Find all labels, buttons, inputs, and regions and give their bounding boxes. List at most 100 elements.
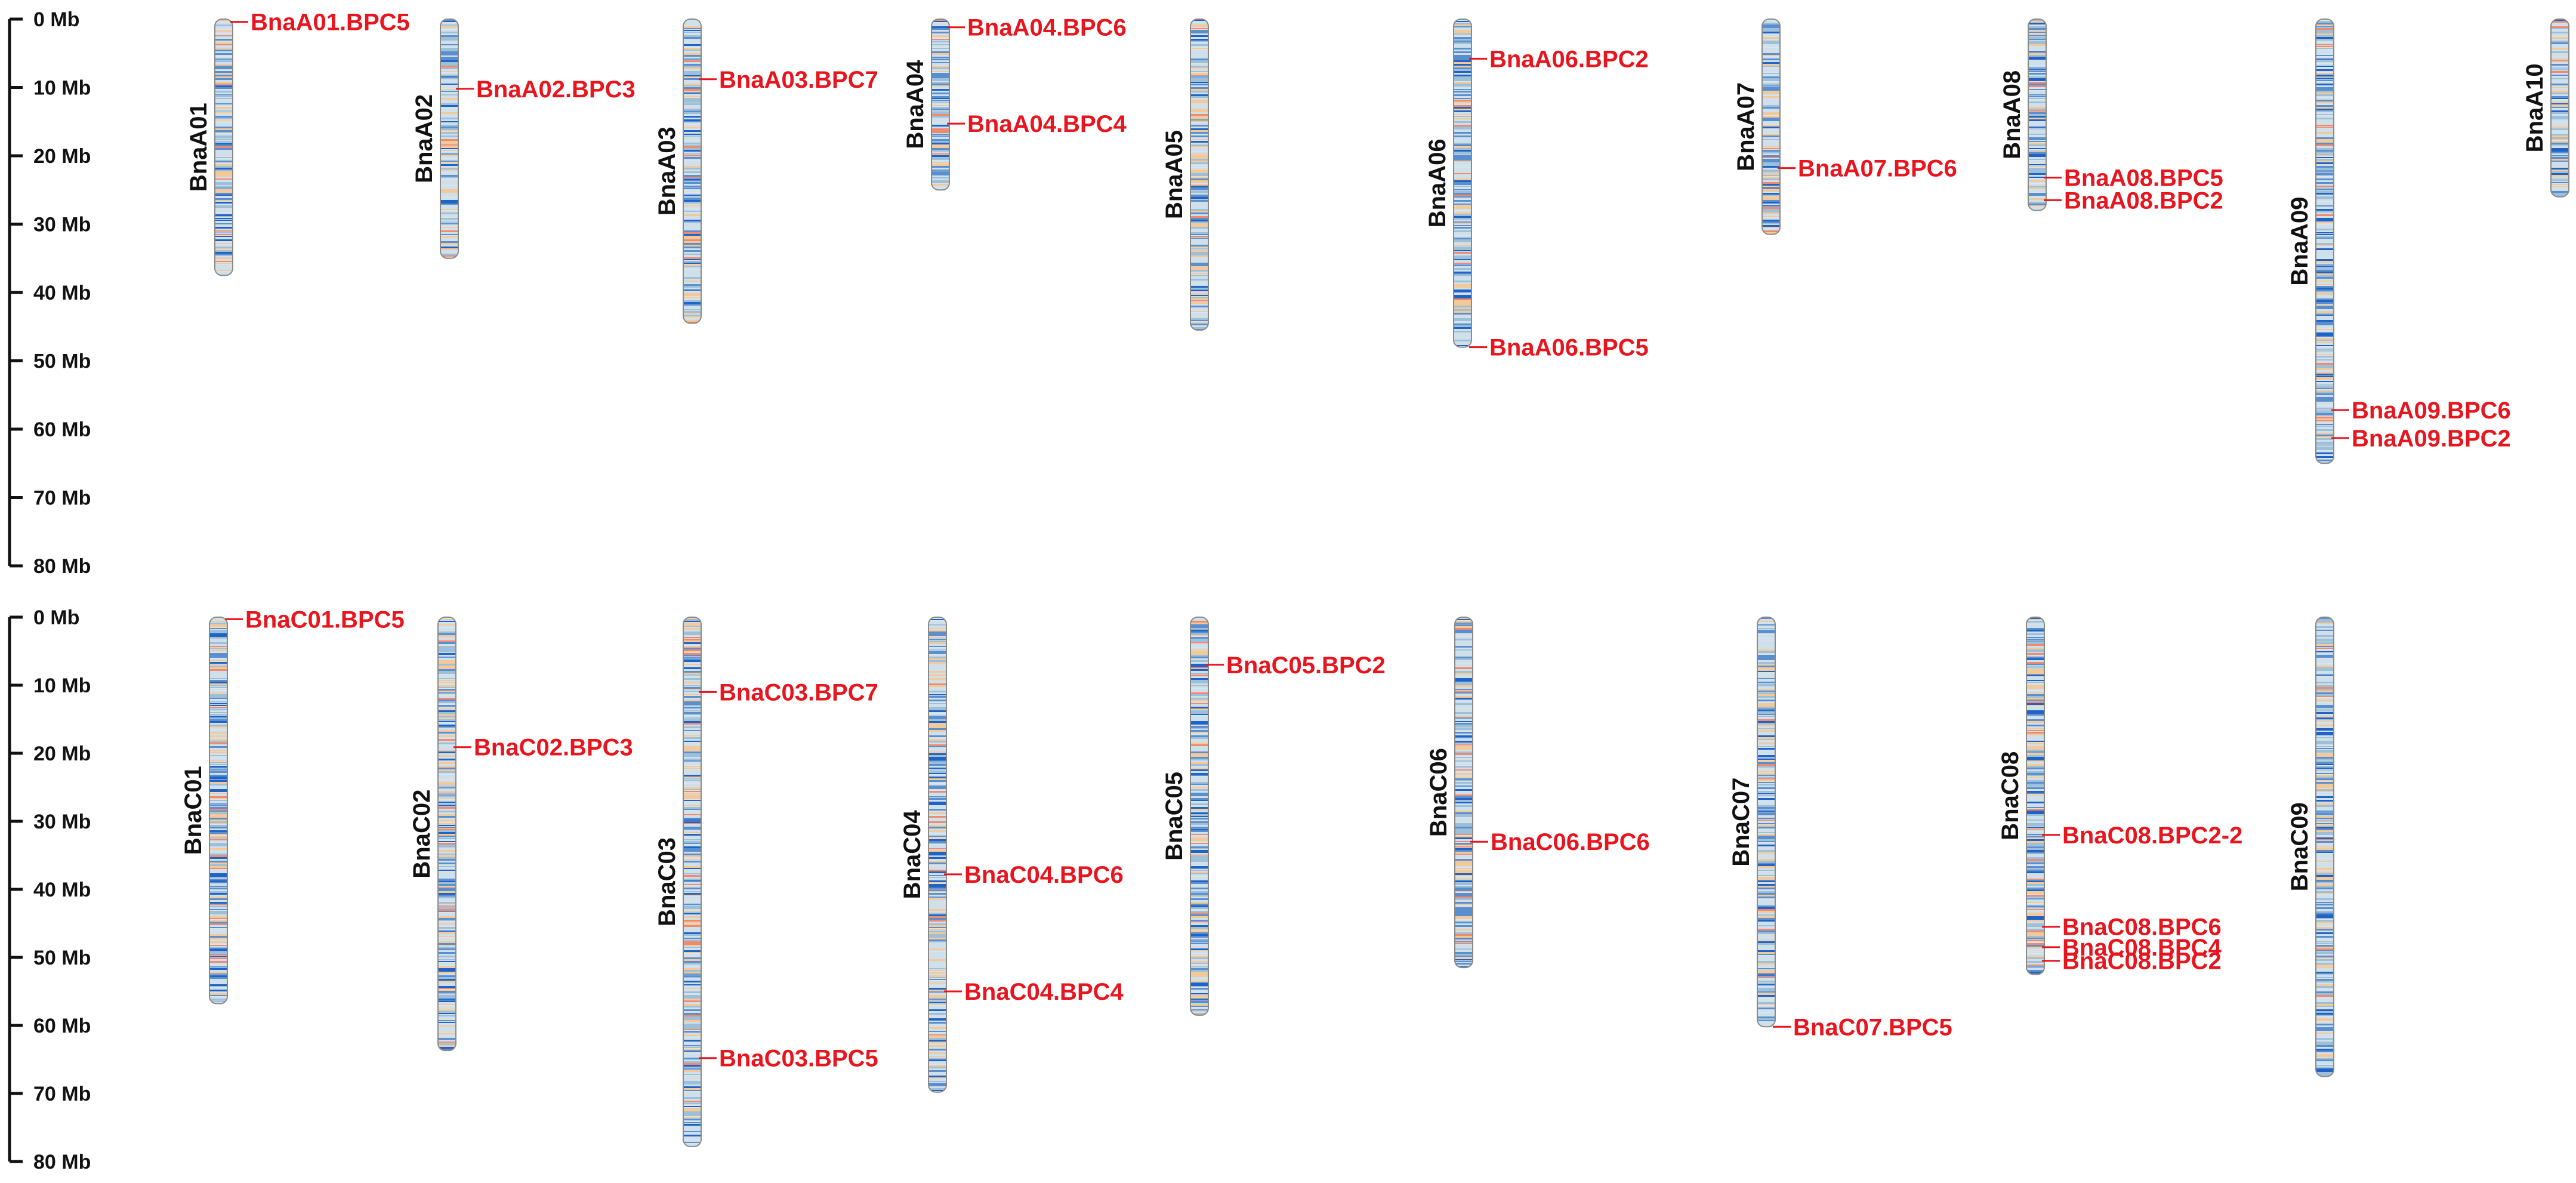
density-band [1190, 152, 1208, 153]
density-band [1757, 871, 1775, 873]
density-band [1757, 651, 1775, 654]
chromosome-outline [440, 19, 459, 259]
density-band [2316, 855, 2334, 858]
density-band [1454, 139, 1471, 141]
density-band [928, 932, 946, 935]
density-band [1454, 93, 1471, 95]
density-band [2316, 1020, 2334, 1021]
density-band [2316, 112, 2334, 113]
density-band [1762, 198, 1780, 200]
density-band [683, 796, 701, 798]
density-band [2551, 114, 2569, 116]
density-band [2026, 734, 2044, 736]
density-band [2551, 66, 2569, 67]
density-band [209, 993, 227, 995]
density-band [2026, 947, 2044, 949]
density-band [209, 823, 227, 824]
density-band [2551, 139, 2569, 140]
density-band [2316, 152, 2334, 153]
density-band [1757, 818, 1775, 819]
density-band [2316, 1018, 2334, 1021]
density-band [683, 1115, 701, 1116]
density-band [1455, 916, 1473, 919]
density-band [2316, 905, 2334, 908]
density-band [1190, 137, 1208, 140]
density-band [2316, 132, 2334, 134]
density-band [1190, 825, 1208, 826]
density-band [2026, 823, 2044, 825]
density-band [215, 32, 233, 33]
density-band [438, 884, 456, 886]
density-band [2026, 651, 2044, 652]
density-band [683, 39, 701, 41]
density-band [1190, 687, 1208, 688]
density-band [928, 1031, 946, 1032]
density-band [1757, 870, 1775, 871]
density-band [1190, 925, 1208, 928]
density-band [2551, 30, 2569, 31]
density-band [2316, 243, 2334, 245]
density-band [438, 999, 456, 1000]
density-band [683, 1008, 701, 1009]
density-band [1455, 633, 1473, 634]
density-band [209, 655, 227, 657]
density-band [1455, 816, 1473, 817]
density-band [683, 1047, 701, 1048]
density-band [438, 1043, 456, 1045]
density-band [1455, 839, 1473, 842]
density-band [2316, 743, 2334, 744]
density-band [2316, 739, 2334, 741]
density-band [2316, 1065, 2334, 1066]
density-band [1190, 238, 1208, 239]
density-band [1454, 60, 1471, 62]
density-band [2028, 118, 2046, 120]
density-band [931, 96, 949, 98]
density-band [2028, 73, 2046, 75]
density-band [2551, 148, 2569, 150]
density-band [683, 837, 701, 839]
density-band [440, 216, 458, 217]
density-band [438, 905, 456, 907]
density-band [2316, 320, 2334, 322]
density-band [1757, 655, 1775, 657]
density-band [440, 110, 458, 112]
density-band [1454, 291, 1471, 292]
density-band [440, 152, 458, 153]
density-band [2316, 717, 2334, 719]
density-band [1455, 943, 1473, 944]
density-band [2026, 821, 2044, 823]
density-band [1455, 750, 1473, 751]
density-band [931, 21, 949, 22]
density-band [440, 76, 458, 78]
density-band [2028, 200, 2046, 202]
density-band [1454, 103, 1471, 105]
density-band [2316, 275, 2334, 277]
density-band [2551, 35, 2569, 36]
density-band [209, 671, 227, 673]
density-band [209, 651, 227, 652]
density-band [928, 784, 946, 786]
density-band [209, 846, 227, 848]
density-band [1762, 193, 1780, 195]
density-band [438, 769, 456, 771]
density-band [1762, 103, 1780, 106]
density-band [438, 990, 456, 991]
density-band [2028, 110, 2046, 112]
density-band [1762, 21, 1780, 23]
density-band [2316, 623, 2334, 624]
density-band [2316, 936, 2334, 938]
density-band [1190, 264, 1208, 267]
density-band [928, 914, 946, 916]
density-band [215, 134, 233, 135]
density-band [1190, 295, 1208, 296]
density-band [931, 53, 949, 55]
density-band [931, 182, 949, 183]
density-band [1757, 780, 1775, 781]
density-band [1757, 623, 1775, 624]
density-band [931, 141, 949, 143]
density-band [209, 789, 227, 791]
density-band [2316, 392, 2334, 393]
density-band [1190, 125, 1208, 127]
density-band [1762, 218, 1780, 220]
density-band [2028, 121, 2046, 123]
